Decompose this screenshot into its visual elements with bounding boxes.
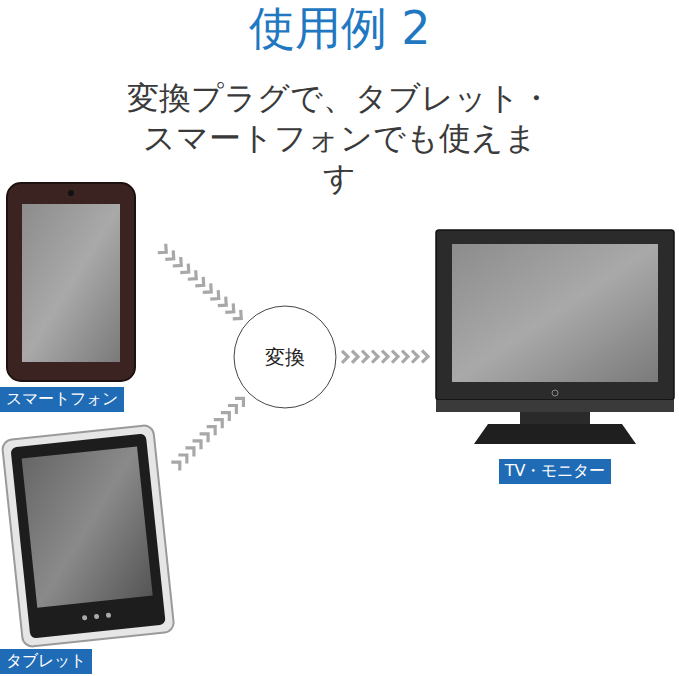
chevron	[188, 270, 196, 279]
device-node: スマートフォン	[0, 180, 158, 412]
chevron	[422, 350, 428, 362]
chevron	[228, 406, 236, 414]
chevron	[362, 351, 368, 363]
chevron-arrow	[158, 244, 241, 319]
chevron	[210, 290, 218, 299]
tv-illustration	[436, 230, 674, 444]
circle-label-holder: 変換	[233, 305, 337, 409]
chevron-arrow	[171, 398, 243, 470]
chevron	[382, 351, 388, 363]
chevron	[372, 351, 378, 363]
title: 使用例 2	[0, 2, 679, 55]
smartphone-illustration	[7, 183, 135, 381]
chevron	[178, 455, 186, 463]
chevron	[235, 398, 243, 406]
chevron	[193, 441, 201, 449]
chevron	[185, 448, 193, 456]
chevron	[214, 420, 222, 428]
chevron	[180, 264, 188, 273]
chevron	[221, 413, 229, 421]
chevron	[402, 351, 408, 363]
chevron	[392, 351, 398, 363]
chevron	[207, 427, 215, 435]
chevron	[158, 244, 166, 253]
device-label: タブレット	[0, 649, 92, 674]
chevron	[173, 257, 181, 266]
circle-label: 変換	[265, 344, 305, 371]
chevron	[352, 351, 358, 363]
chevron	[412, 351, 418, 363]
chevron	[200, 434, 208, 442]
device-label: スマートフォン	[0, 387, 124, 412]
subtitle: 変換プラグで、タブレット・ スマートフォンでも使えます	[127, 78, 553, 198]
device-label: TV・モニター	[499, 459, 612, 484]
chevron	[195, 277, 203, 286]
chevron	[342, 351, 348, 363]
circle-shape	[234, 306, 336, 408]
chevron	[203, 283, 211, 292]
chevron	[171, 462, 179, 470]
chevron	[225, 303, 233, 312]
chevron	[233, 310, 241, 319]
chevron	[218, 297, 226, 306]
chevron-arrow	[342, 350, 428, 362]
tablet-illustration	[2, 425, 175, 648]
device-node: TV・モニター	[433, 228, 677, 484]
device-node: タブレット	[0, 428, 172, 674]
converter-circle: 変換	[233, 305, 337, 409]
chevron	[165, 250, 173, 259]
